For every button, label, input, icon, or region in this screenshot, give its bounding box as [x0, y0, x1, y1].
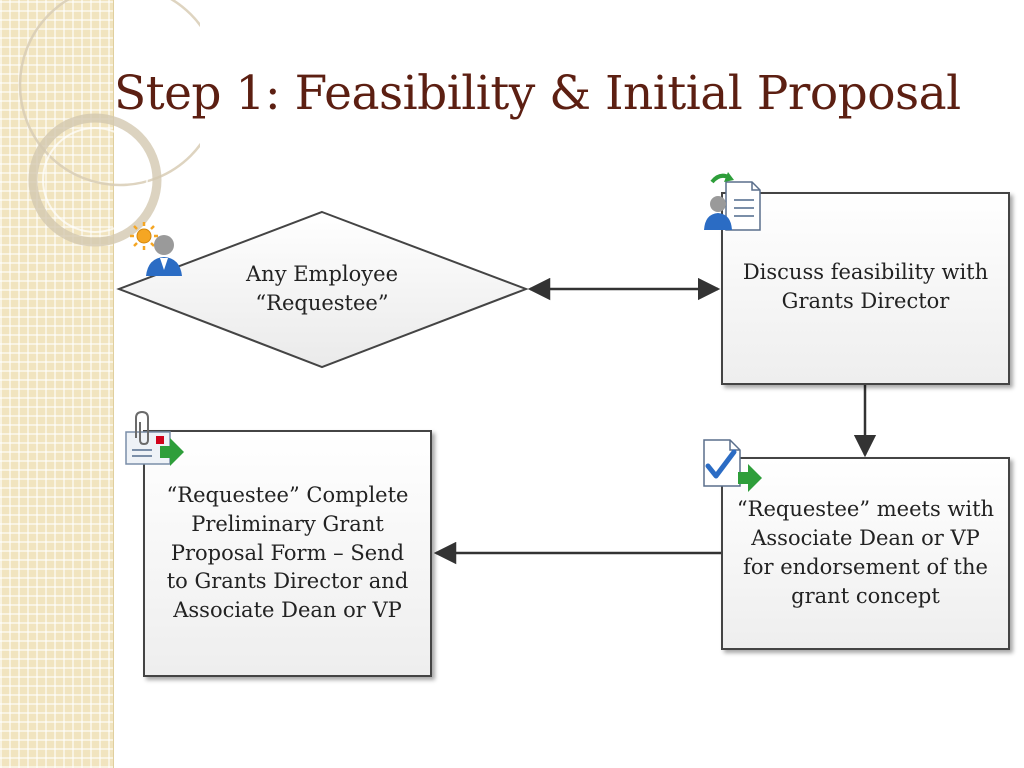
discuss-node-label: Discuss feasibility with Grants Director — [724, 252, 1007, 322]
discuss-node-line1: Discuss feasibility with — [742, 260, 989, 285]
checklist-document-icon — [703, 439, 762, 492]
complete-node-line4: to Grants Director and — [166, 569, 409, 594]
start-node-diamond — [116, 210, 529, 369]
meet-node-line3: for endorsement of the — [743, 555, 988, 579]
meet-node-label: “Requestee” meets with Associate Dean or… — [724, 485, 1007, 621]
meet-node — [721, 457, 1010, 650]
complete-node-label: “Requestee” Complete Preliminary Grant P… — [146, 470, 429, 636]
meet-node-line2: Associate Dean or VP — [751, 526, 980, 551]
meet-node-line1: “Requestee” meets with — [736, 497, 995, 522]
start-node-label: Any Employee “Requestee” — [200, 254, 444, 324]
complete-node-line3: Proposal Form – Send — [170, 540, 405, 565]
discuss-node-line2: Grants Director — [781, 289, 950, 313]
meet-node-line4: grant concept — [791, 583, 940, 608]
start-node-line2: “Requestee” — [255, 291, 389, 315]
complete-node-line5: Associate Dean or VP — [173, 598, 402, 623]
user-document-icon — [704, 172, 761, 231]
complete-node-line1: “Requestee” Complete — [166, 482, 409, 507]
complete-node — [143, 430, 432, 677]
discuss-node — [721, 192, 1010, 385]
decorative-swirls — [18, 0, 200, 247]
user-star-icon — [130, 222, 182, 276]
start-node-line1: Any Employee — [246, 262, 398, 287]
page-title: Step 1: Feasibility & Initial Proposal — [114, 66, 961, 121]
complete-node-line2: Preliminary Grant — [191, 511, 384, 536]
attachment-mail-icon — [125, 410, 184, 466]
